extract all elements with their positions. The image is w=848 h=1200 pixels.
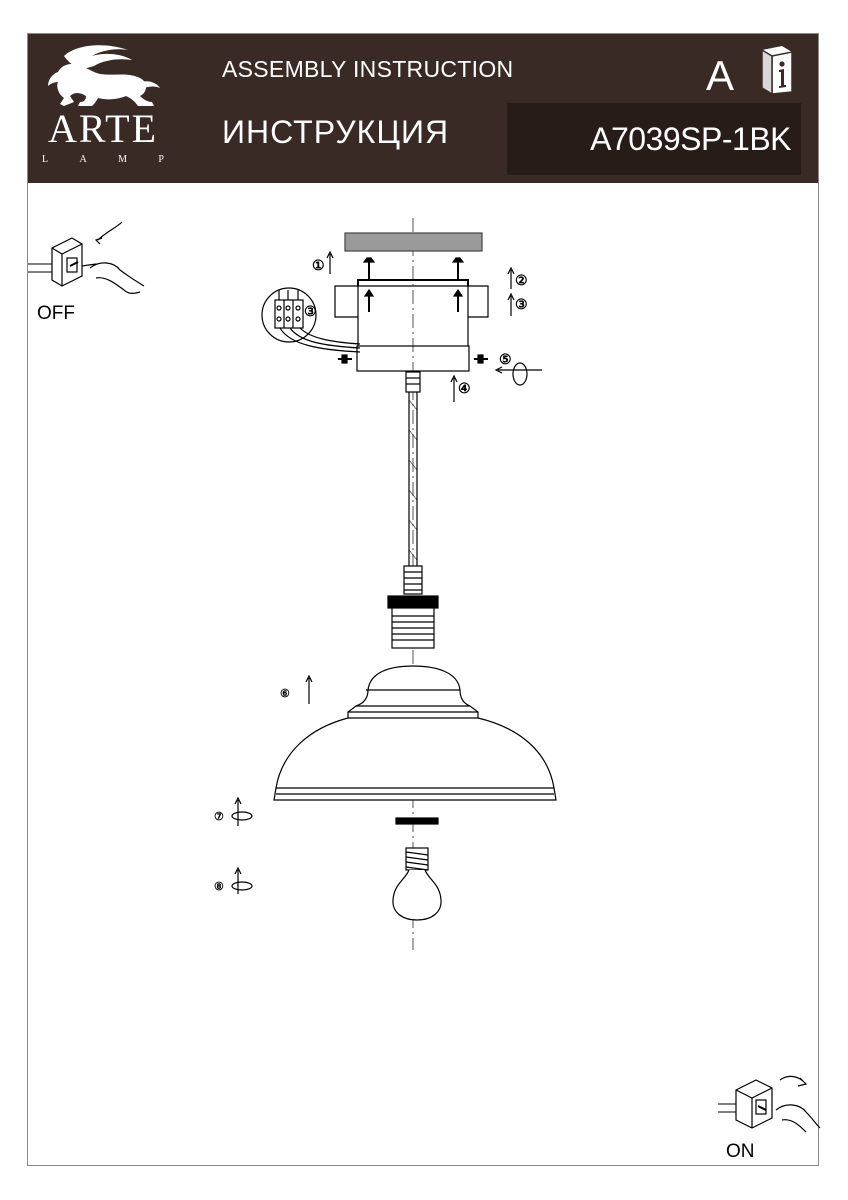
step-4-label: ④ — [458, 382, 471, 397]
brand-sub-letter: L — [42, 154, 49, 165]
info-book-icon — [761, 46, 793, 96]
side-screw-right — [474, 354, 488, 364]
light-bulb — [392, 847, 442, 921]
terminal-block-callout — [261, 287, 317, 343]
step-3-arrow — [507, 292, 515, 316]
brand-sub-letter: P — [158, 154, 164, 165]
step-3-terminal-label: ③ — [304, 305, 317, 320]
step-8-arrow — [231, 866, 253, 894]
side-screw-left — [338, 354, 352, 364]
step-1-arrow — [326, 250, 334, 274]
step-3-label: ③ — [515, 298, 528, 313]
page-frame — [27, 33, 819, 1166]
step-5-arrow — [494, 362, 542, 386]
cable-grip — [405, 371, 421, 393]
step-6-arrow — [305, 674, 313, 704]
wall-switch-off-icon — [28, 221, 145, 294]
switch-on-label: ON — [726, 1141, 755, 1162]
holder-ring — [387, 595, 439, 609]
brand-name: ARTE — [47, 106, 159, 151]
step-2-arrow — [507, 266, 515, 289]
title-english: ASSEMBLY INSTRUCTION — [222, 56, 514, 82]
brand-subtitle: L A M P — [42, 154, 164, 165]
screw-anchor-right — [451, 257, 465, 312]
ceiling — [344, 232, 483, 252]
canopy — [334, 285, 489, 346]
wall-switch-on-icon — [718, 1075, 821, 1133]
canopy-base — [356, 345, 470, 372]
step-6-label: ⑥ — [280, 688, 290, 700]
lion-logo-icon — [48, 45, 160, 106]
shade-ring — [395, 817, 439, 825]
step-7-label: ⑦ — [214, 811, 224, 823]
step-8-label: ⑧ — [214, 881, 224, 893]
terminal-block — [274, 290, 304, 329]
step-4-arrow — [450, 374, 458, 402]
title-russian: ИНСТРУКЦИЯ — [222, 114, 450, 150]
step-1-label: ① — [312, 259, 325, 274]
mounting-bracket — [357, 279, 469, 286]
lamp-shade — [273, 665, 557, 801]
power-cord — [408, 392, 418, 566]
screw-anchor-left — [362, 257, 376, 312]
switch-off-label: OFF — [37, 303, 75, 324]
model-box: A7039SP-1BK — [507, 103, 801, 175]
step-5-label: ⑤ — [499, 353, 512, 368]
supply-wires — [279, 327, 361, 353]
step-7-arrow — [231, 796, 253, 826]
model-number: A7039SP-1BK — [590, 121, 791, 157]
holder-top — [403, 565, 423, 595]
language-letter: A — [706, 52, 735, 99]
brand-sub-letter: A — [79, 154, 87, 165]
brand-logo: ARTE L A M P — [36, 42, 170, 172]
brand-sub-letter: M — [118, 154, 128, 165]
step-2-label: ② — [515, 274, 528, 289]
